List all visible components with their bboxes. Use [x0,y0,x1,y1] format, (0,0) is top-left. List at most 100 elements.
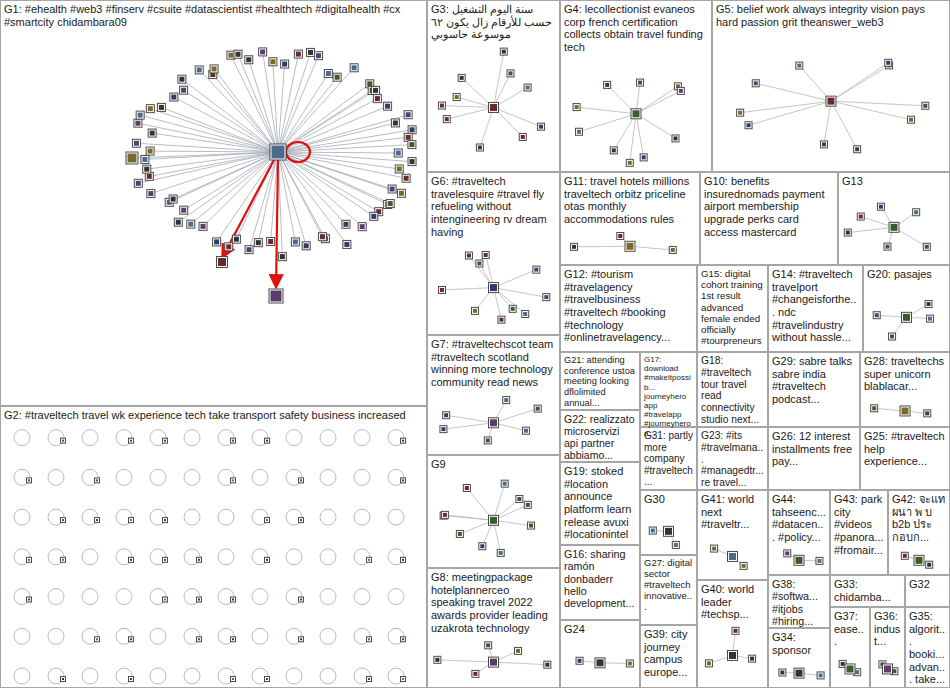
self-loop [286,142,310,162]
vertex-border [404,111,412,119]
graph-edge [630,114,636,163]
group-box: G29: sabre talks sabre india #traveltech… [768,352,860,427]
vertex-border [519,133,526,140]
vertex-border [157,103,165,111]
vertex-image [96,519,98,521]
graph-edge [494,52,504,108]
vertex-border [147,190,155,198]
vertex-border [187,220,195,228]
vertex-image [197,67,202,72]
group-box: G9 [427,455,560,568]
vertex-image [511,307,515,311]
vertex-image [343,222,348,227]
isolate-loop [354,509,370,525]
vertex-border [524,501,531,508]
vertex-image [440,288,444,292]
vertex-image [923,104,927,108]
vertex-border [503,397,510,404]
group-label: G40: world leader #techsp... [701,583,764,621]
vertex-image [665,528,672,535]
vertex-image [545,663,549,667]
group-box: G36: indust... [870,607,905,688]
vertex-border [324,70,332,78]
vertex-border [180,86,188,94]
vertex-border [604,81,611,88]
vertex-border [463,485,470,492]
vertex-image [296,52,301,57]
vertex-image [235,52,240,57]
isolate-loop [184,469,200,485]
vertex-border [728,650,738,660]
vertex-image [198,559,200,561]
vertex-image [308,50,313,55]
group-box: G23: #its #travelmana... #managedtr... r… [697,427,768,490]
vertex-border [672,541,679,548]
vertex-border [401,478,406,483]
vertex-border [544,661,551,668]
vertex-border [408,126,416,134]
vertex-border [231,597,236,602]
vertex-border [299,518,304,523]
group-box: G4: lecollectionist evaneos corp french … [560,0,712,172]
vertex-image [266,519,268,521]
group-label: G22: realizzato microservizi api partner… [564,413,636,461]
vertex-border [737,109,744,116]
vertex-image [218,258,226,266]
vertex-border [391,119,399,127]
vertex-image [914,210,918,214]
graph-edge [831,101,925,106]
vertex-border [465,252,472,259]
vertex-image [159,105,164,110]
vertex-border [231,637,236,642]
vertex-border [871,405,878,412]
vertex-border [269,289,283,303]
vertex-image [480,544,484,548]
vertex-border [170,93,178,101]
vertex-border [232,235,240,243]
graph-edge [574,246,630,248]
vertex-image [490,419,497,426]
vertex-image [846,231,850,235]
vertex-border [307,48,315,56]
vertex-image [927,563,931,567]
vertex-border [302,242,310,250]
vertex-image [130,678,132,680]
vertex-image [200,224,205,229]
isolate-loop [82,549,98,565]
vertex-border [61,677,66,682]
vertex-border [509,305,516,312]
vertex-border [820,141,827,148]
vertex-image [855,147,859,151]
vertex-image [320,234,325,239]
vertex-border [711,545,718,552]
vertex-border [854,146,861,153]
vertex-image [316,53,321,58]
vertex-image [136,181,141,186]
group-box: G30 [640,490,697,555]
vertex-border [394,149,402,157]
vertex-image [397,166,402,171]
vertex-image [198,638,200,640]
vertex-border [291,238,299,246]
vertex-border [180,206,188,214]
graph-edge [150,109,278,152]
vertex-border [163,438,168,443]
vertex-image [232,599,234,601]
graph-edge [447,107,494,119]
graph-edge [174,97,278,152]
vertex-image [841,662,845,666]
vertex-image [142,157,147,162]
vertex-image [679,89,683,93]
graph-edge [494,107,542,126]
vertex-border [61,518,66,523]
vertex-image [536,407,540,411]
vertex-border [134,179,142,187]
vertex-border [533,266,540,273]
vertex-image [747,123,751,127]
vertex-image [738,111,742,115]
isolate-loop [320,509,336,525]
vertex-border [873,312,880,319]
vertex-image [130,440,132,442]
graph-edge [437,660,493,662]
